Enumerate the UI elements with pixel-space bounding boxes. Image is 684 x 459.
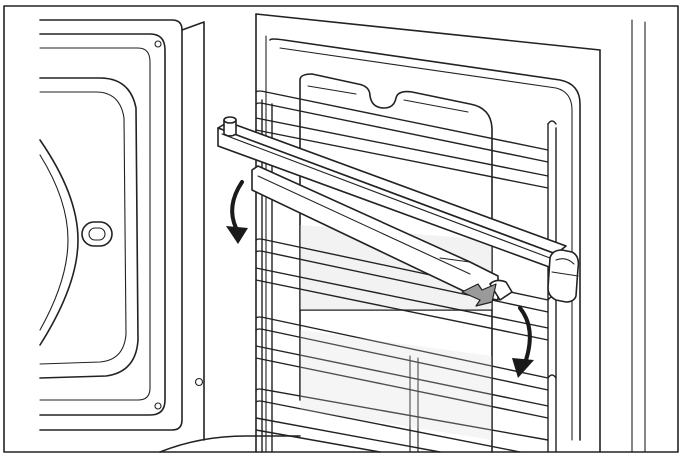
rotate-arrow-icon (226, 180, 248, 244)
image-frame (3, 5, 679, 453)
lower-panel (299, 309, 493, 453)
slide-arrow-icon (461, 283, 497, 307)
cavity-bottom-edge (159, 435, 301, 453)
telescopic-rail (217, 116, 580, 303)
door-catch (81, 221, 113, 247)
rotate-arrow-icon (512, 306, 534, 378)
rail-end-cap (547, 249, 580, 303)
screw (194, 377, 204, 387)
oven-door (39, 19, 205, 441)
screw (154, 40, 162, 48)
oven-cavity (255, 13, 646, 453)
screw (154, 402, 162, 410)
